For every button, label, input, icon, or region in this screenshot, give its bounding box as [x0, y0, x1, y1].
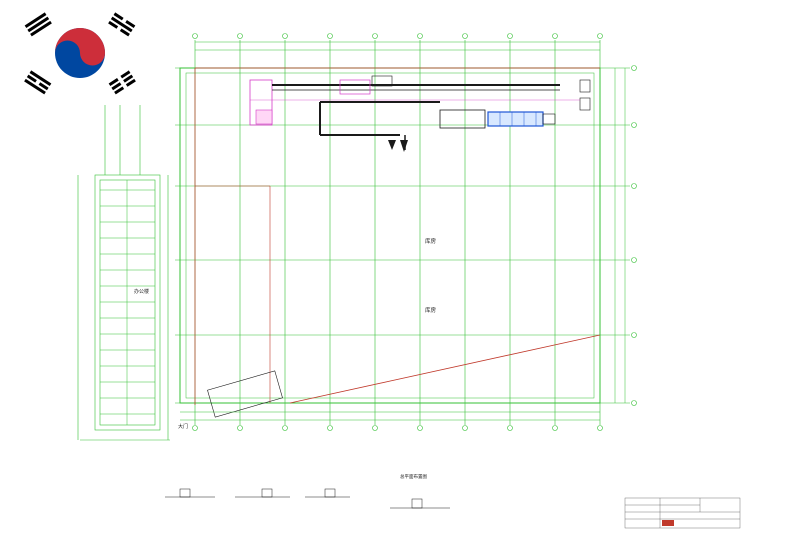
- grid-axis-bubble: [631, 183, 637, 189]
- office-label: 办公楼: [134, 288, 149, 295]
- grid-axis-bubble: [631, 400, 637, 406]
- grid-axis-bubble: [327, 425, 333, 431]
- grid-axis-bubble: [462, 425, 468, 431]
- diagonal-boundary-line: [289, 334, 601, 404]
- gate-area: [207, 370, 283, 418]
- grid-axis-bubble: [417, 425, 423, 431]
- title-block: [624, 497, 741, 529]
- grid-axis-bubble: [552, 33, 558, 39]
- office-rooms: [100, 180, 155, 425]
- gate-label: 大门: [178, 423, 188, 430]
- grid-axis-bubble: [282, 425, 288, 431]
- grid-axis-bubble: [552, 425, 558, 431]
- grid-axis-bubble: [417, 33, 423, 39]
- grid-axis-bubble: [462, 33, 468, 39]
- grid-axis-bubble: [192, 33, 198, 39]
- building-outline: [179, 67, 601, 405]
- grid-axis-bubble: [631, 257, 637, 263]
- grid-axis-bubble: [631, 122, 637, 128]
- grid-axis-bubble: [237, 33, 243, 39]
- warehouse-label-bottom: 库房: [425, 306, 437, 314]
- dimension-lines: [180, 41, 626, 421]
- grid-axis-bubble: [597, 33, 603, 39]
- office-block: [77, 105, 170, 441]
- grid-axis-bubble: [507, 33, 513, 39]
- grid-axis-bubble: [372, 33, 378, 39]
- grid-axis-bubble: [237, 425, 243, 431]
- building-grid: [175, 33, 637, 431]
- grid-axis-bubble: [507, 425, 513, 431]
- grid-axis-bubble: [597, 425, 603, 431]
- south-korea-flag-icon: [10, 5, 155, 105]
- grid-axis-bubble: [631, 65, 637, 71]
- drawing-title: 总平面布置图: [400, 473, 427, 480]
- grid-axis-bubble: [327, 33, 333, 39]
- grid-axis-bubble: [282, 33, 288, 39]
- grid-axis-bubble: [631, 332, 637, 338]
- section-details: [165, 488, 450, 509]
- grid-axis-bubble: [372, 425, 378, 431]
- warehouse-label-top: 库房: [425, 237, 437, 245]
- production-line: [249, 75, 591, 152]
- grid-axis-bubble: [192, 425, 198, 431]
